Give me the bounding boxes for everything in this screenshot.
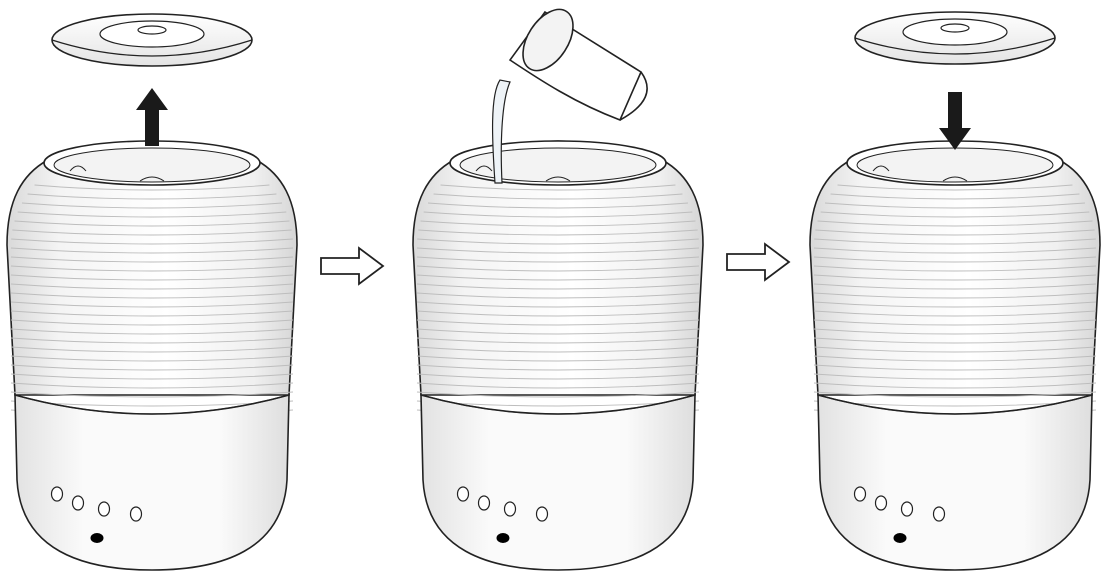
control-button-icon xyxy=(52,487,63,501)
humidifier-base xyxy=(818,395,1092,570)
control-button-icon xyxy=(131,507,142,521)
control-button-icon xyxy=(73,496,84,510)
humidifier xyxy=(413,141,703,570)
humidifier xyxy=(7,141,297,570)
humidifier xyxy=(810,141,1100,570)
humidifier-base xyxy=(15,395,289,570)
control-button-icon xyxy=(458,487,469,501)
control-button-icon xyxy=(855,487,866,501)
step-pour-water xyxy=(413,1,703,570)
control-button-icon xyxy=(505,502,516,516)
humidifier-base xyxy=(421,395,695,570)
control-button-icon xyxy=(934,507,945,521)
control-button-icon xyxy=(876,496,887,510)
lid xyxy=(855,12,1055,64)
hollow-arrow-right-icon xyxy=(321,248,383,284)
lid-knob xyxy=(941,24,969,32)
lid-knob xyxy=(138,26,166,34)
control-button-icon xyxy=(537,507,548,521)
lid xyxy=(52,14,252,66)
control-button-icon xyxy=(902,502,913,516)
hollow-arrow-right-icon xyxy=(727,244,789,280)
arrow-up-icon xyxy=(136,88,168,146)
step-remove-lid xyxy=(7,14,297,570)
power-indicator-icon xyxy=(497,533,510,543)
step-replace-lid xyxy=(810,12,1100,570)
arrow-up-icon xyxy=(136,88,168,146)
control-button-icon xyxy=(99,502,110,516)
control-button-icon xyxy=(479,496,490,510)
power-indicator-icon xyxy=(894,533,907,543)
power-indicator-icon xyxy=(91,533,104,543)
